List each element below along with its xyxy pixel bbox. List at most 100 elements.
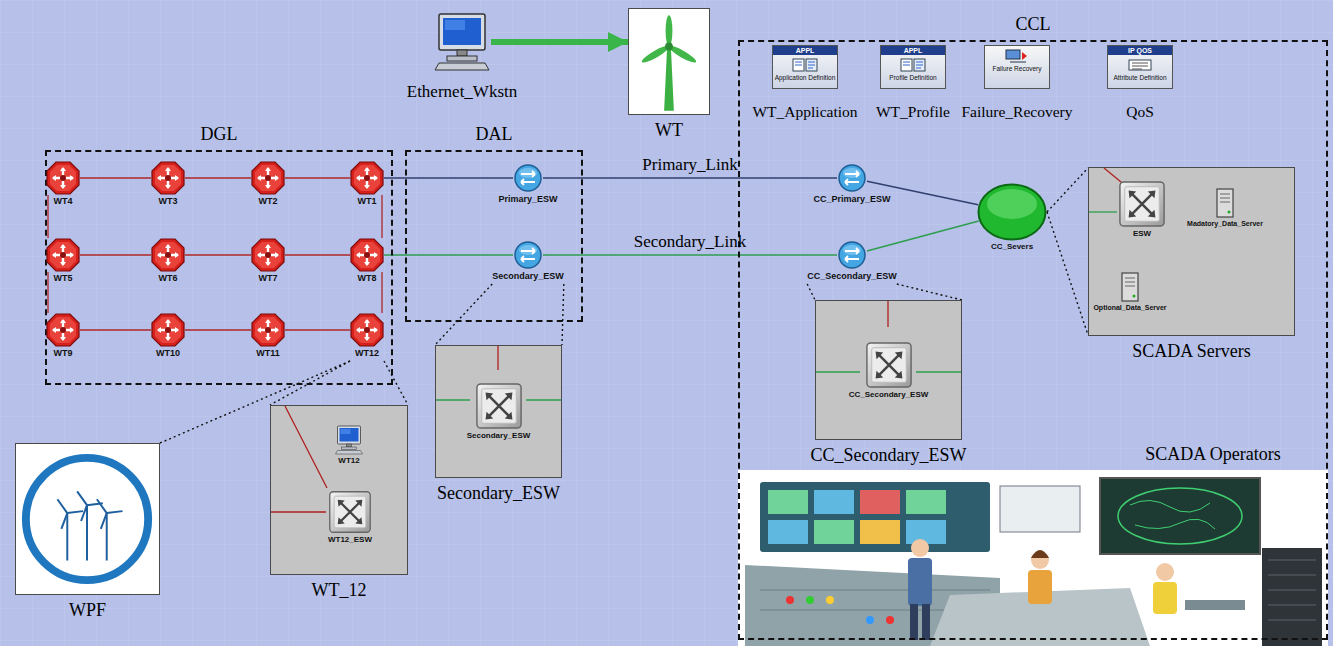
- panel-caption: WT: [655, 120, 683, 141]
- server-node-symbol: [1121, 272, 1139, 302]
- inset-wire: [1104, 168, 1121, 182]
- inset-wire: [497, 346, 498, 370]
- logo-panel-art-use: [26, 458, 148, 580]
- config-icon-box: Failure Recovery: [984, 45, 1050, 89]
- link-segment: [543, 254, 837, 256]
- server-node: Madatory_Data_Server: [1187, 188, 1263, 228]
- config-icon-box: APPLApplication Definition: [772, 45, 838, 89]
- leader-segment: [435, 284, 492, 345]
- switch-node-symbol-use: [515, 242, 541, 268]
- config-glyph-use: [1129, 60, 1151, 70]
- inset-panel: CC_Secondary_ESWCC_Secondary_ESW: [815, 300, 962, 440]
- config-glyph-use: [901, 59, 925, 71]
- leader-segment: [384, 361, 408, 405]
- link-segment: [185, 177, 251, 178]
- panel-caption: Secondary_ESW: [437, 483, 560, 504]
- node-caption: Failure_Recovery: [961, 103, 1072, 121]
- leader-segment: [1047, 168, 1088, 212]
- link-line: [382, 272, 383, 313]
- node-caption: WT_Profile: [876, 103, 950, 121]
- config-glyph-use: [1006, 50, 1027, 62]
- link-segment: [80, 329, 151, 330]
- turbine-node-symbol: [151, 238, 185, 272]
- turbine-node-symbol: [46, 161, 80, 195]
- node-label: WT5: [54, 273, 73, 284]
- node-label: WT2: [259, 196, 278, 207]
- turbine-node-symbol-use: [252, 162, 284, 194]
- link-line: [80, 178, 151, 179]
- node-label: WT7: [259, 273, 278, 284]
- link-segment: [384, 177, 513, 179]
- inset-wire: [271, 406, 327, 512]
- link-line: [48, 272, 49, 313]
- turbine-node: WT6: [151, 238, 185, 284]
- node-label: Ethernet_Wkstn: [407, 82, 517, 102]
- layer-region: CCLAPPLApplication DefinitionWT_Applicat…: [738, 40, 1328, 640]
- link-line: [543, 255, 837, 256]
- switch-node: Secondary_ESW: [492, 240, 564, 282]
- link-line: [185, 255, 251, 256]
- switch-node-symbol: [837, 240, 867, 270]
- link-segment: [285, 177, 350, 178]
- config-icon: APPLProfile DefinitionWT_Profile: [876, 45, 950, 121]
- turbine-node-symbol: [251, 238, 285, 272]
- switch-node-symbol: [513, 163, 543, 193]
- turbine-node-symbol-use: [152, 162, 184, 194]
- inset-panel: Secondary_ESWSecondary_ESW: [435, 345, 562, 478]
- switch-node: CC_Primary_ESW: [813, 163, 890, 205]
- turbine-node: WT12: [350, 313, 384, 359]
- turbine-node-symbol-use: [351, 162, 383, 194]
- config-glyph: [1127, 58, 1153, 72]
- config-glyph: [1004, 49, 1030, 63]
- panel-caption: WPF: [69, 600, 106, 621]
- switch-node-symbol-use: [1120, 182, 1164, 226]
- inset-panel: SCADA ServersESWMadatory_Data_ServerOpti…: [1088, 167, 1295, 336]
- link-line: [285, 178, 350, 179]
- icon-caption: Application Definition: [774, 74, 837, 83]
- node-label: WT1: [358, 196, 377, 207]
- switch-symbol: [864, 341, 914, 389]
- turbine-node: WT2: [251, 161, 285, 207]
- node-label: WT9: [54, 348, 73, 359]
- server-node-symbol-use: [1122, 273, 1138, 301]
- link-line: [285, 255, 350, 256]
- link-label: Primary_Link: [642, 155, 737, 175]
- leader-segment: [897, 284, 962, 300]
- link-segment: [285, 329, 350, 330]
- node-label: CC_Severs: [991, 242, 1033, 252]
- turbine-node-symbol-use: [351, 314, 383, 346]
- node-caption: QoS: [1126, 103, 1154, 121]
- turbine-node-symbol-use: [252, 239, 284, 271]
- scada-operators-illustration: [738, 470, 1328, 646]
- link-segment: [384, 254, 513, 256]
- workstation-node-symbol-use: [435, 14, 489, 70]
- link-line: [185, 330, 251, 331]
- turbine-node: WT1: [350, 161, 384, 207]
- icon-caption: Attribute Definition: [1112, 74, 1167, 83]
- server-node-symbol: [1216, 188, 1234, 218]
- switch-symbol-use: [476, 384, 520, 428]
- node-label: WT10: [156, 348, 180, 359]
- turbine-node-symbol: [350, 313, 384, 347]
- server-node-symbol-use: [1217, 189, 1233, 217]
- switch-symbol: [474, 382, 524, 430]
- leader-segment: [270, 361, 350, 405]
- panel-caption: SCADA Servers: [1132, 341, 1251, 362]
- turbine-image-art: [629, 9, 709, 114]
- switch-node-symbol: [327, 490, 373, 534]
- turbine-node-symbol: [151, 161, 185, 195]
- turbine-node: WT5: [46, 238, 80, 284]
- turbine-node-symbol: [46, 238, 80, 272]
- switch-node-symbol-use: [515, 165, 541, 191]
- switch-node-symbol-use: [839, 165, 865, 191]
- workstation-node: Ethernet_Wkstn: [407, 12, 517, 102]
- inset-wire: [436, 399, 561, 400]
- config-glyph: [792, 58, 818, 72]
- node-label: WT12_ESW: [328, 535, 372, 545]
- node-label: WT3: [159, 196, 178, 207]
- workstation-node-symbol: [433, 12, 491, 72]
- link-segment: [285, 254, 350, 255]
- link-segment: [47, 195, 48, 238]
